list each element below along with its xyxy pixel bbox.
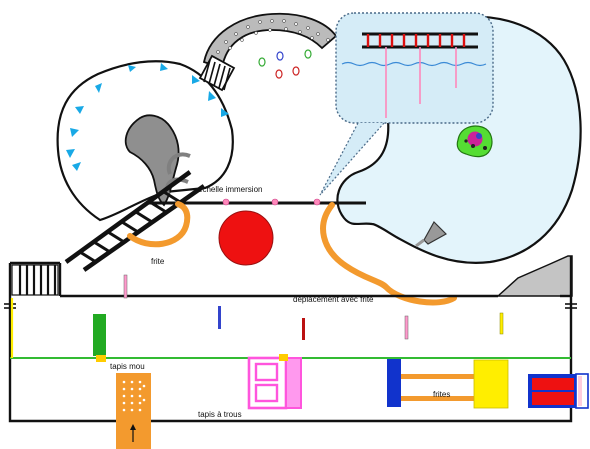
label-move-with-fry: déplacement avec frite: [293, 295, 374, 304]
immersion-ladder: [147, 198, 366, 206]
blue-triangle-markers: [66, 63, 229, 171]
red-ball: [218, 210, 274, 266]
fries-block: [387, 359, 509, 409]
grab-hooks: [165, 152, 191, 195]
entry-stairs: [11, 264, 59, 296]
floating-rings: [258, 49, 312, 79]
magenta-mat: [247, 354, 302, 410]
zoom-ladder: [341, 32, 487, 118]
grey-figure: [124, 114, 180, 207]
tube-entry-steps: [198, 54, 236, 92]
tube-slide: [198, 12, 338, 92]
ladder-zoom-bubble: [319, 12, 494, 196]
hole-mat: [116, 373, 151, 449]
shower-head: [415, 221, 447, 248]
fry-noodle: [127, 201, 191, 248]
label-fries: frites: [433, 390, 450, 399]
label-ladder: échelle immersion: [198, 185, 262, 194]
label-hole-mat: tapis à trous: [198, 410, 242, 419]
right-edge-block: [528, 373, 589, 409]
fry-movement-path: [320, 202, 457, 306]
floating-toy: [456, 125, 493, 158]
green-float: [93, 314, 106, 362]
label-fry: frite: [151, 257, 165, 266]
wall-ticks: [4, 303, 577, 309]
pool-markers: [123, 274, 504, 340]
label-soft-mat: tapis mou: [110, 362, 145, 371]
